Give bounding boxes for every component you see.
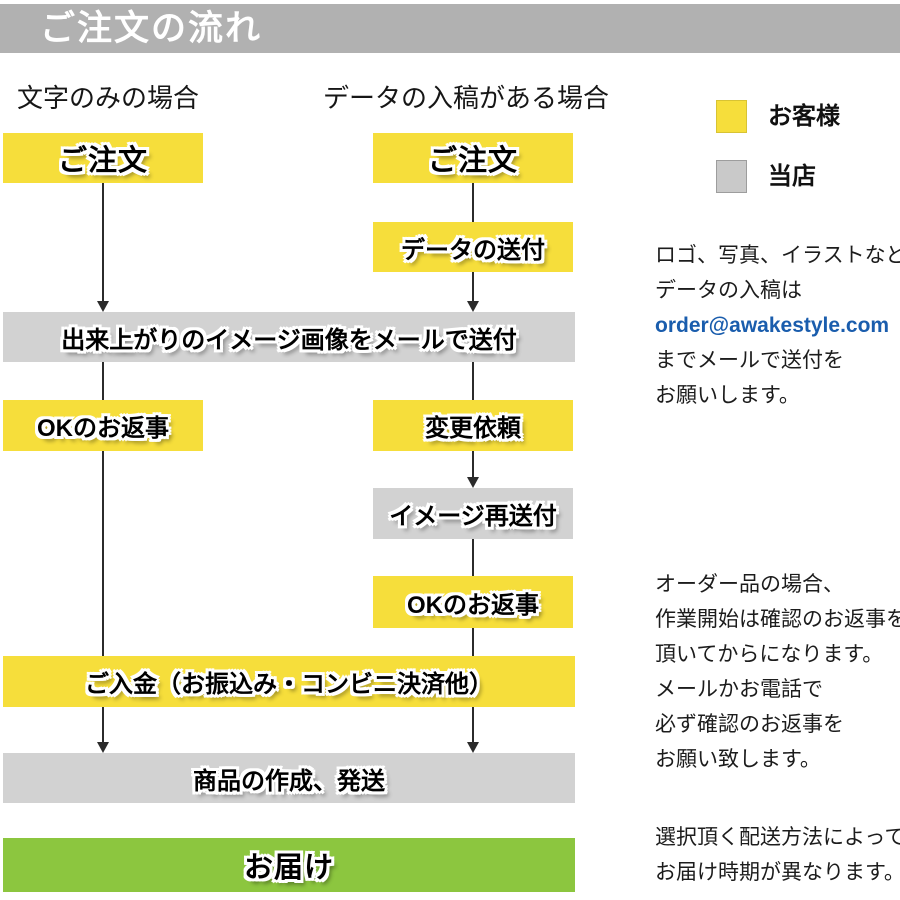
- arrow-down-icon-left-2: [97, 742, 109, 753]
- flow-box-right-ok-reply: OKのお返事: [373, 576, 573, 628]
- column-header-data-submission: データの入稿がある場合: [323, 83, 610, 113]
- flow-connector-right-1: [472, 183, 474, 222]
- note-order-confirmation-line: オーダー品の場合、: [655, 573, 844, 596]
- arrow-down-icon-right-3: [467, 742, 479, 753]
- note-data-submission-line: お願いします。: [655, 384, 800, 407]
- flow-box-right-change-request-label: 変更依頼: [425, 415, 521, 442]
- legend-store-label: 当店: [768, 163, 816, 190]
- flow-box-image-mail-label: 出来上がりのイメージ画像をメールで送付: [61, 326, 517, 354]
- flow-connector-right-5: [472, 539, 474, 576]
- flow-box-image-mail: 出来上がりのイメージ画像をメールで送付: [3, 312, 575, 362]
- flow-box-right-ok-reply-label: OKのお返事: [407, 591, 539, 619]
- page-title: ご注文の流れ: [40, 9, 263, 48]
- flow-connector-left-2: [102, 362, 104, 400]
- flow-box-produce-ship-label: 商品の作成、発送: [193, 767, 385, 795]
- flow-box-left-order-label: ご注文: [57, 145, 148, 177]
- flow-box-left-ok-reply: OKのお返事: [3, 400, 203, 451]
- flow-box-right-image-resend: イメージ再送付: [373, 488, 573, 539]
- flow-box-produce-ship: 商品の作成、発送: [3, 753, 575, 803]
- flow-connector-left-3: [102, 451, 104, 656]
- note-data-submission-line: までメールで送付を: [655, 349, 844, 372]
- arrow-down-icon-right-1: [467, 301, 479, 312]
- note-data-submission-line: データの入稿は: [655, 279, 802, 302]
- column-header-text-only: 文字のみの場合: [17, 83, 200, 113]
- note-data-submission-line: ロゴ、写真、イラストなど: [655, 244, 900, 267]
- flow-connector-left-4: [102, 707, 104, 742]
- flow-box-right-change-request: 変更依頼: [373, 400, 573, 451]
- flow-box-right-order-label: ご注文: [427, 145, 518, 177]
- title-bar: ご注文の流れ: [0, 4, 900, 53]
- note-order-confirmation: オーダー品の場合、 作業開始は確認のお返事を 頂いてからになります。 メールかお…: [655, 567, 900, 777]
- flow-box-delivery-label: お届け: [243, 852, 334, 884]
- flow-box-delivery: お届け: [3, 838, 575, 892]
- flow-box-payment: ご入金（お振込み・コンビニ決済他）: [3, 656, 575, 707]
- flow-box-right-send-data-label: データの送付: [401, 236, 545, 264]
- flow-box-left-order: ご注文: [3, 133, 203, 183]
- note-order-confirmation-line: 必ず確認のお返事を: [655, 713, 844, 736]
- flow-box-right-send-data: データの送付: [373, 222, 573, 272]
- flow-connector-right-4: [472, 451, 474, 477]
- note-delivery-timing: 選択頂く配送方法によって お届け時期が異なります。: [655, 820, 900, 890]
- flow-connector-right-7: [472, 707, 474, 742]
- flow-connector-right-3: [472, 362, 474, 400]
- flow-box-right-image-resend-label: イメージ再送付: [389, 503, 557, 530]
- flow-connector-right-6: [472, 628, 474, 656]
- flow-connector-left-1: [102, 183, 104, 301]
- note-delivery-timing-line: 選択頂く配送方法によって: [655, 826, 900, 849]
- note-order-confirmation-line: 頂いてからになります。: [655, 643, 884, 666]
- note-order-confirmation-line: メールかお電話で: [655, 678, 823, 701]
- legend-customer-swatch: [716, 100, 747, 133]
- arrow-down-icon-left-1: [97, 301, 109, 312]
- note-order-confirmation-line: 作業開始は確認のお返事を: [655, 608, 900, 631]
- flow-box-payment-label: ご入金（お振込み・コンビニ決済他）: [85, 671, 493, 698]
- legend-customer-label: お客様: [768, 103, 840, 130]
- email-address: order@awakestyle.com: [655, 314, 890, 337]
- note-data-submission: ロゴ、写真、イラストなど データの入稿は order@awakestyle.co…: [655, 238, 900, 413]
- flow-box-left-ok-reply-label: OKのお返事: [37, 415, 169, 442]
- note-delivery-timing-line: お届け時期が異なります。: [655, 861, 900, 884]
- legend-store-swatch: [716, 160, 747, 193]
- note-order-confirmation-line: お願い致します。: [655, 748, 821, 771]
- flow-connector-right-2: [472, 272, 474, 301]
- flow-box-right-order: ご注文: [373, 133, 573, 183]
- arrow-down-icon-right-2: [467, 477, 479, 488]
